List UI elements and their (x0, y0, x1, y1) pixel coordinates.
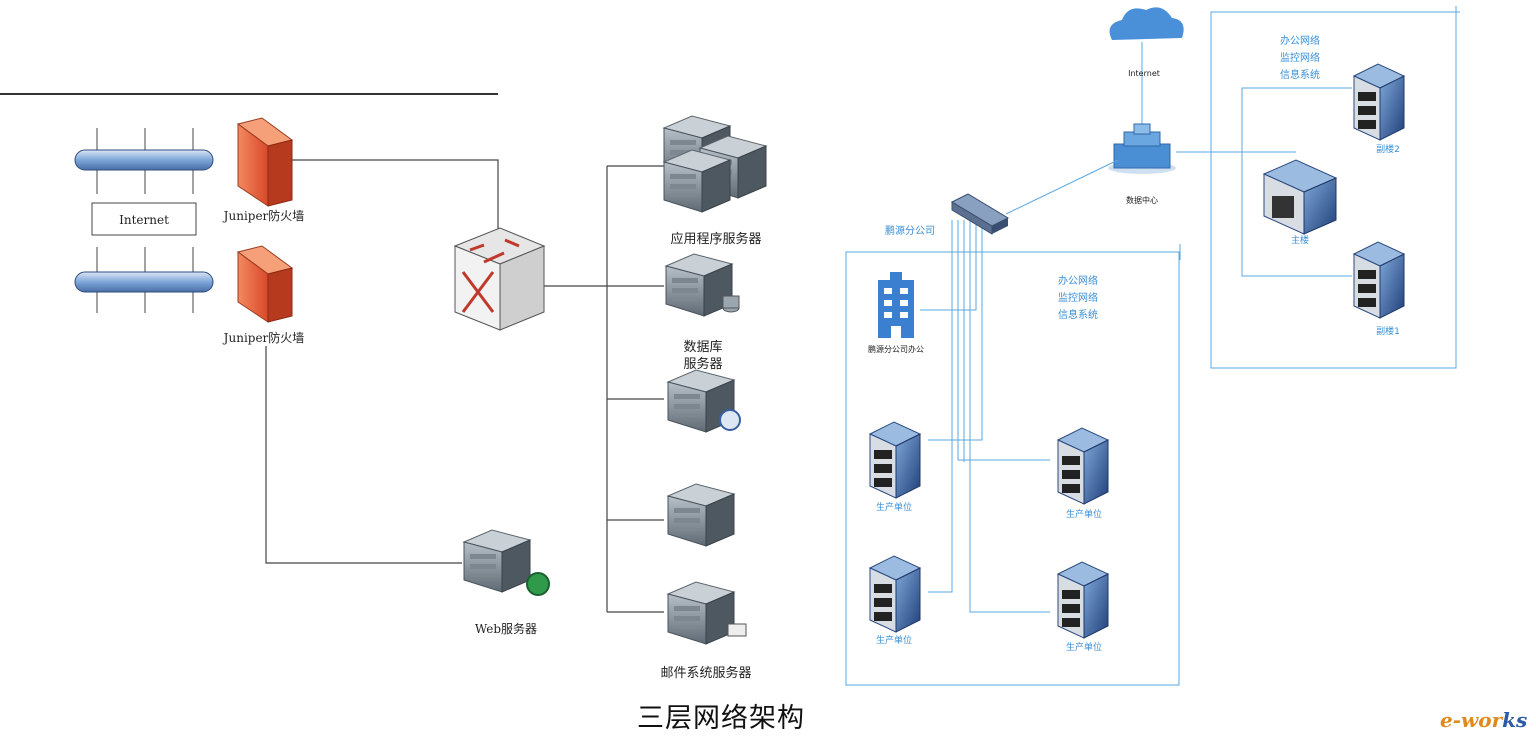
left-links (265, 159, 664, 613)
main-building-label: 主楼 (1291, 234, 1309, 246)
branch-box-line3: 信息系统 (1058, 308, 1098, 321)
hq-box-line1: 办公网络 (1280, 34, 1320, 47)
server-4-icon (667, 483, 735, 547)
server-3-icon (667, 369, 741, 433)
web-server-icon (463, 529, 550, 596)
branch-label: 鹏源分公司 (885, 224, 935, 237)
prod-unit-3-icon (869, 555, 921, 633)
branch-box-line2: 监控网络 (1058, 291, 1098, 304)
prod-unit-4-icon (1057, 561, 1109, 639)
prod-unit-2-icon (1057, 427, 1109, 505)
eworks-logo: e-works (1440, 708, 1527, 732)
logo-suffix: ks (1502, 708, 1528, 732)
db-server-icon (665, 253, 740, 317)
prod-unit-4-label: 生产单位 (1066, 641, 1102, 653)
datacenter-icon (1108, 123, 1176, 174)
app-server-label: 应用程序服务器 (670, 231, 761, 247)
backbone-pipe-top (74, 128, 214, 194)
firewall-top-icon (236, 117, 294, 207)
cloud-icon (1109, 7, 1184, 41)
hq-box-line2: 监控网络 (1280, 51, 1320, 64)
annex1-label: 副楼1 (1376, 325, 1400, 337)
web-server-label: Web服务器 (475, 621, 537, 636)
app-server-stack-icon (663, 115, 767, 213)
mail-server-icon (667, 581, 747, 645)
annex2-icon (1353, 63, 1405, 141)
firewall-top-label: Juniper防火墙 (222, 208, 305, 223)
datacenter-label: 数据中心 (1126, 195, 1158, 205)
main-building-icon (1262, 159, 1338, 235)
mail-server-label: 邮件系统服务器 (660, 665, 751, 681)
prod-unit-2-label: 生产单位 (1066, 508, 1102, 520)
firewall-bottom-icon (236, 245, 294, 323)
branch-switch-icon (950, 193, 1010, 235)
db-server-label-line2: 服务器 (683, 356, 722, 372)
prod-unit-3-label: 生产单位 (876, 634, 912, 646)
core-switch-icon (453, 227, 546, 331)
branch-box-line1: 办公网络 (1058, 274, 1098, 287)
internet-box (91, 202, 197, 236)
annex1-icon (1353, 241, 1405, 319)
cloud-label: Internet (1128, 69, 1160, 78)
right-links (845, 6, 1460, 686)
prod-unit-1-label: 生产单位 (876, 501, 912, 513)
annex2-label: 副楼2 (1376, 143, 1400, 155)
firewall-bottom-label: Juniper防火墙 (222, 330, 305, 345)
internet-label: Internet (119, 213, 169, 227)
backbone-pipe-bottom (74, 247, 214, 313)
diagram-caption: 三层网络架构 (637, 703, 805, 734)
hq-box-line3: 信息系统 (1280, 68, 1320, 81)
branch-office-label: 鹏源分公司办公 (868, 344, 924, 354)
db-server-label-line1: 数据库 (683, 339, 722, 355)
branch-office-icon (878, 272, 914, 338)
prod-unit-1-icon (869, 421, 921, 499)
logo-prefix: e-wor (1440, 708, 1503, 732)
